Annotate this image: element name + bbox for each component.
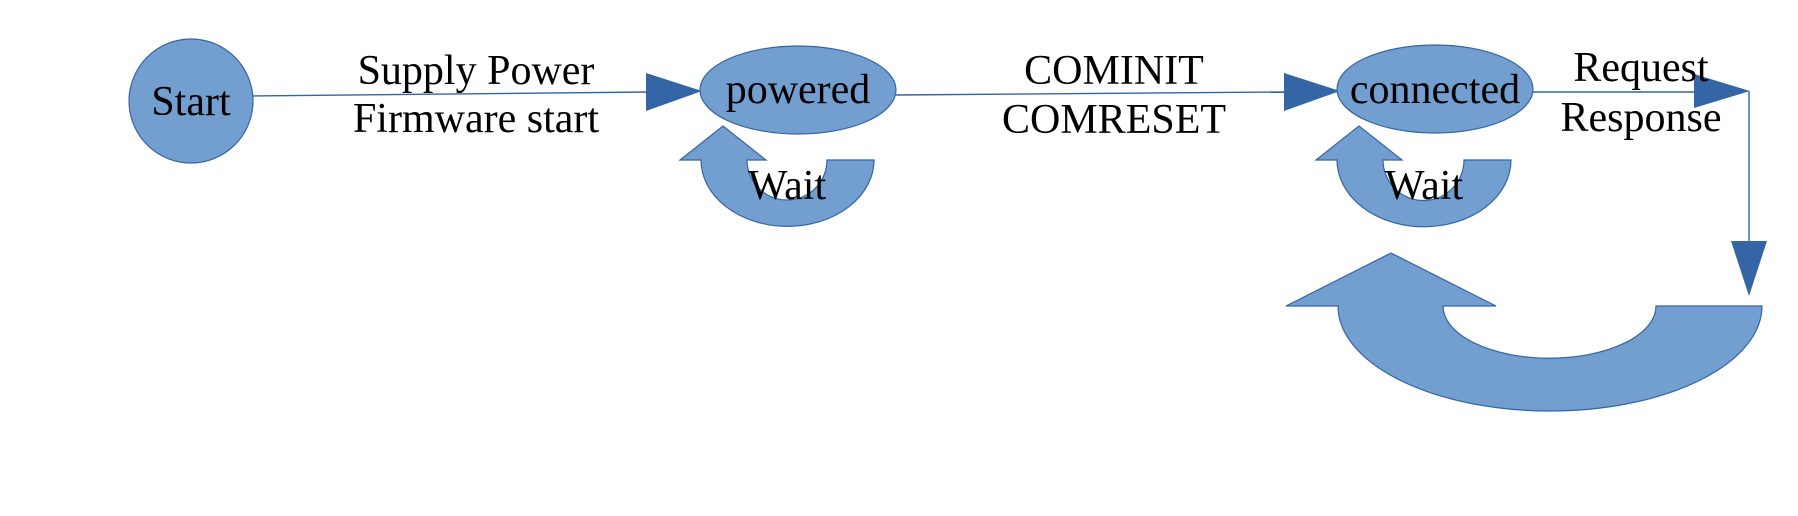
node-connected: connected xyxy=(1336,44,1534,134)
connected-wait-label: Wait xyxy=(1385,163,1464,209)
edge-connected-out-label-line1: Request xyxy=(1573,45,1709,91)
edge-powered-to-connected-label-line2: COMRESET xyxy=(1002,97,1226,143)
node-connected-label: connected xyxy=(1350,67,1520,113)
node-powered-shape xyxy=(699,45,897,135)
return-loop-arrow xyxy=(1285,252,1763,412)
edge-start-to-powered-label-line1: Supply Power xyxy=(358,48,595,94)
node-connected-shape xyxy=(1336,44,1534,134)
edge-powered-to-connected-line xyxy=(895,91,1285,96)
powered-wait-label: Wait xyxy=(748,163,827,209)
connected-wait-loop-arrow xyxy=(1314,125,1512,228)
edge-start-to-powered-label-line2: Firmware start xyxy=(353,96,599,142)
edge-start-to-powered-arrowhead xyxy=(646,73,702,111)
node-start-label: Start xyxy=(151,79,231,125)
node-start: Start xyxy=(128,38,254,164)
node-powered-label: powered xyxy=(726,67,871,113)
edge-connected-out-label-line2: Response xyxy=(1561,95,1722,141)
edge-connected-out xyxy=(1532,74,1767,296)
node-start-shape xyxy=(128,38,254,164)
edge-powered-to-connected-arrowhead xyxy=(1284,73,1340,111)
edge-powered-to-connected xyxy=(895,73,1340,111)
edge-start-to-powered-line xyxy=(251,91,649,97)
edge-powered-to-connected-label-line1: COMINIT xyxy=(1024,48,1204,94)
powered-wait-loop-arrow xyxy=(678,125,875,227)
node-powered: powered xyxy=(699,45,897,135)
edge-start-to-powered xyxy=(251,73,702,111)
edge-connected-out-arrowhead-down xyxy=(1731,241,1767,296)
edge-connected-out-arrowhead-right xyxy=(1694,74,1750,108)
